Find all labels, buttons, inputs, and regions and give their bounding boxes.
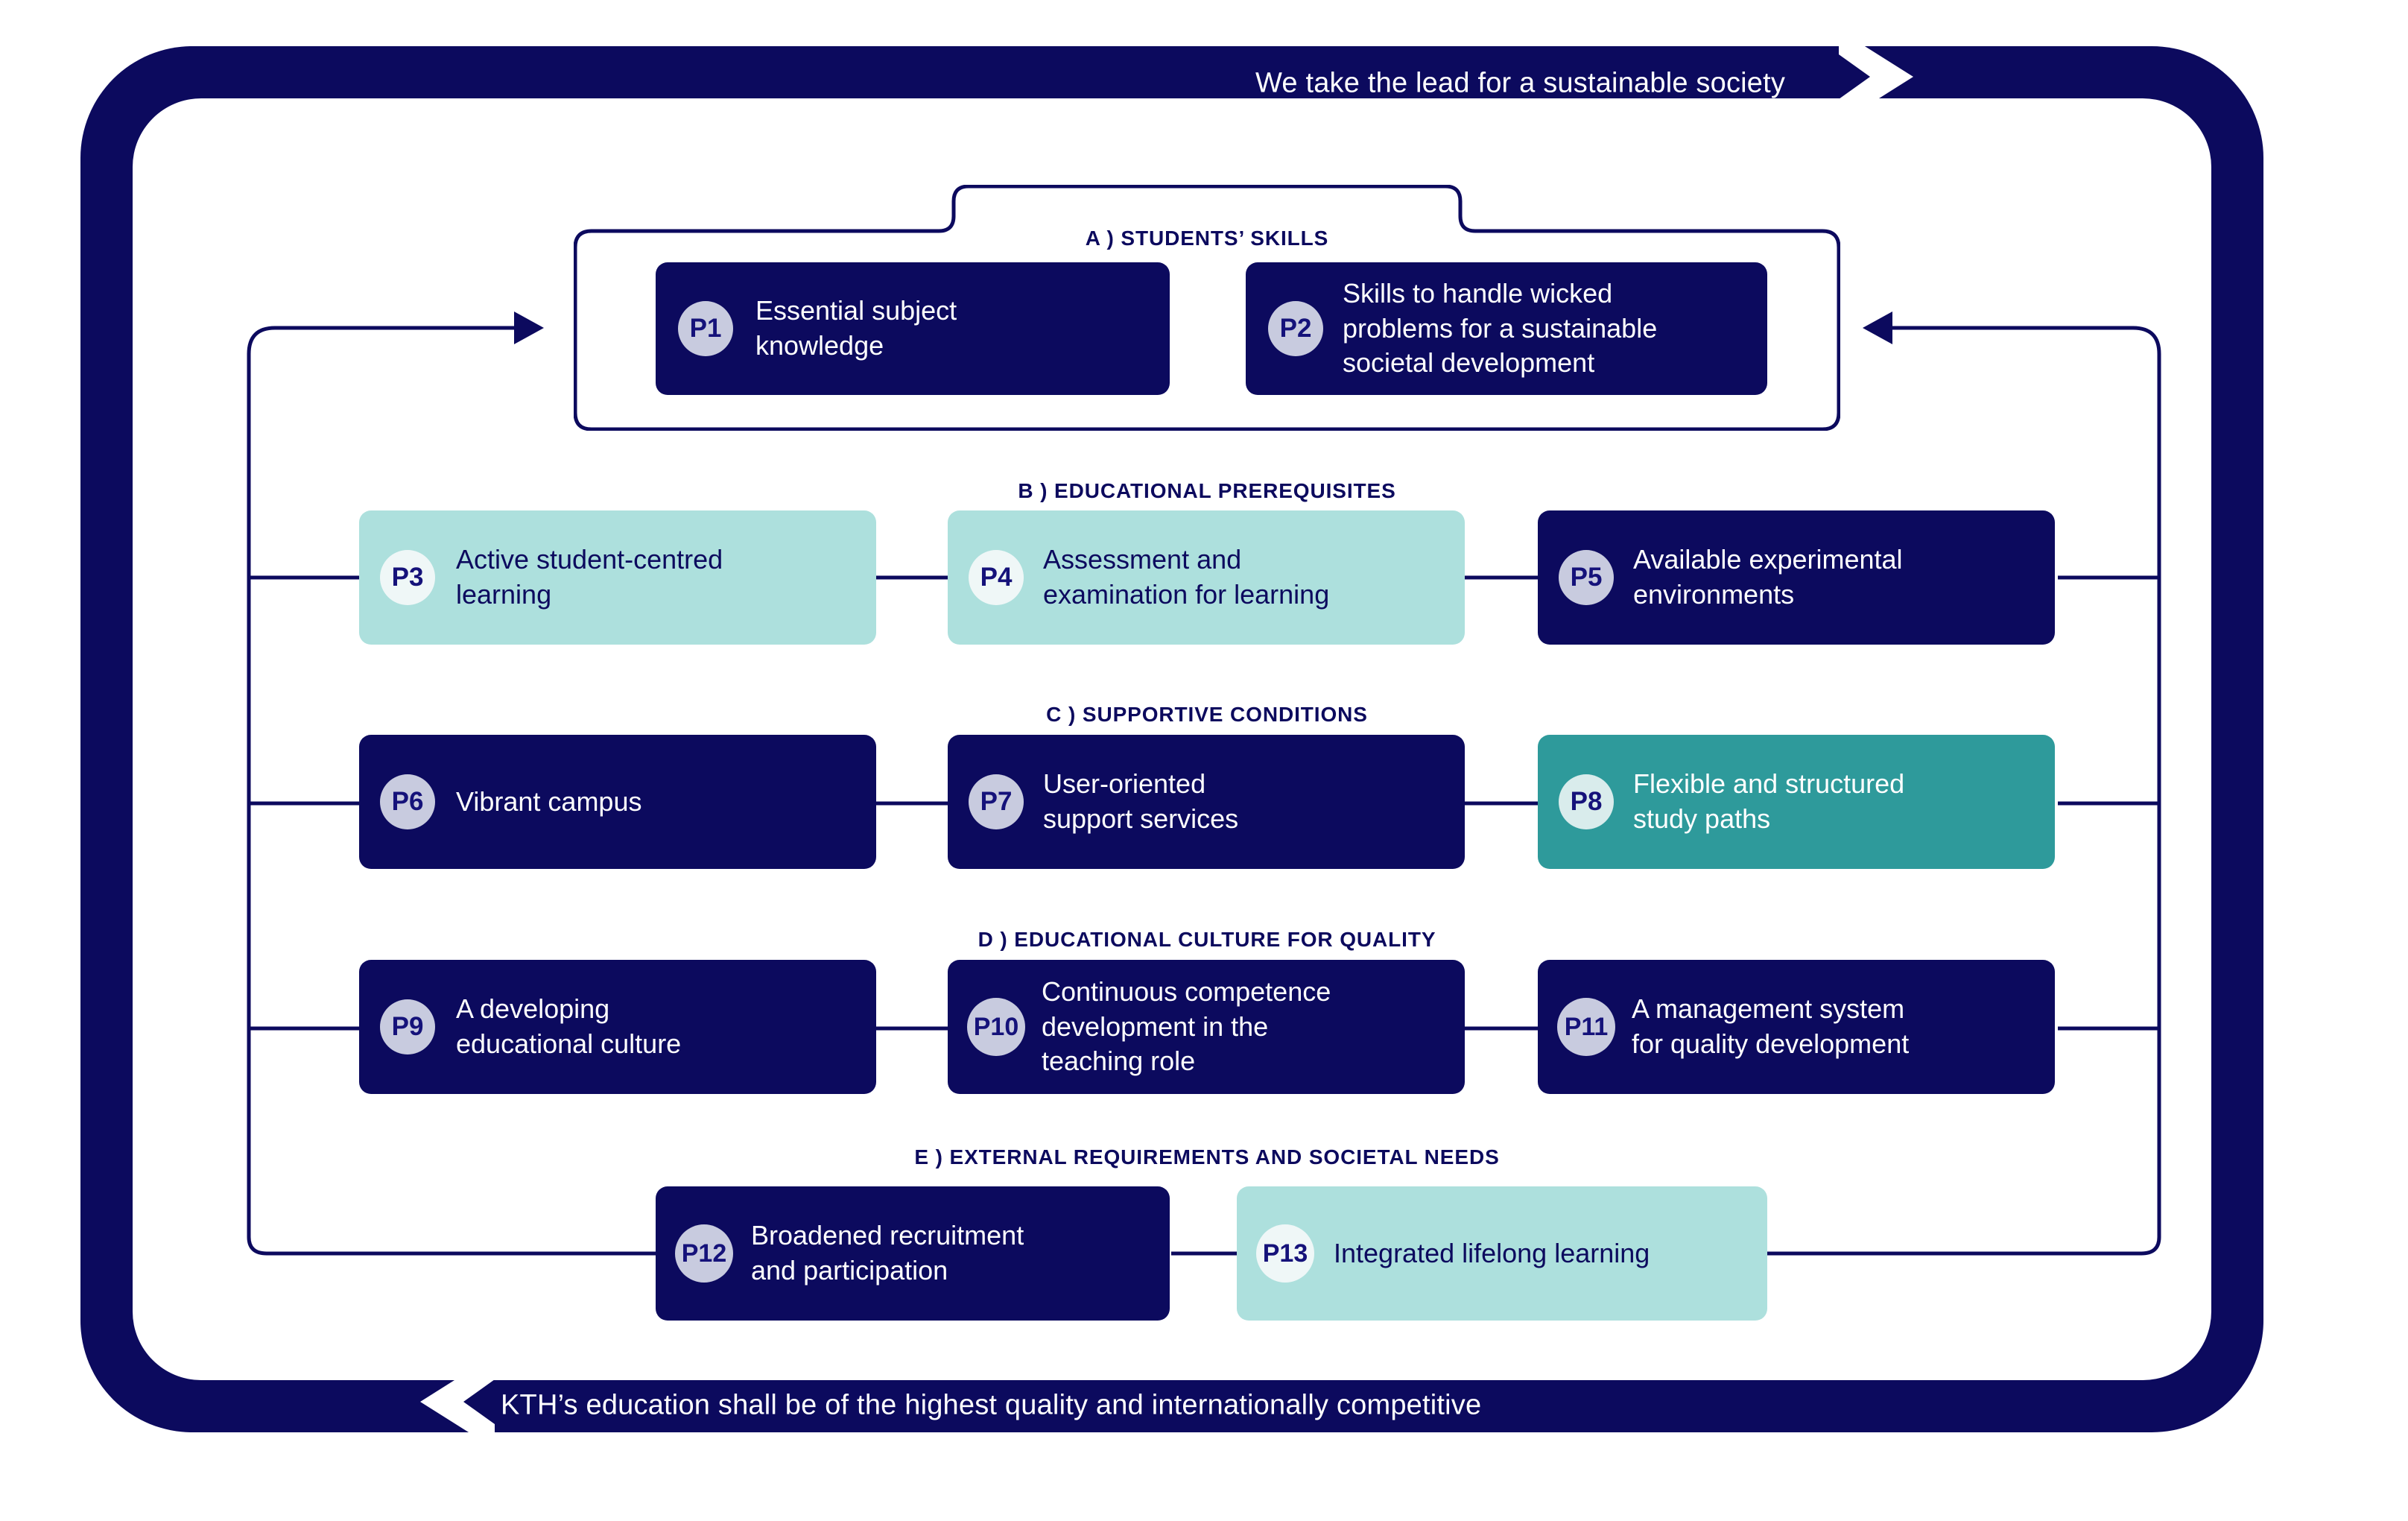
top-banner-label: We take the lead for a sustainable socie… <box>1255 67 1786 99</box>
section-a-outline <box>574 185 1840 431</box>
card-p13[interactable]: P13 Integrated lifelong learning <box>1237 1186 1767 1321</box>
card-p8-text: Flexible and structured study paths <box>1633 768 1905 834</box>
card-p1-text: Essential subject knowledge <box>755 295 957 361</box>
card-p4[interactable]: P4 Assessment and examination for learni… <box>948 510 1465 645</box>
card-p3-text: Active student-centred learning <box>456 544 723 610</box>
card-p5-text: Available experimental environments <box>1633 544 1903 610</box>
card-p3[interactable]: P3 Active student-centred learning <box>359 510 876 645</box>
card-p7-text: User-oriented support services <box>1043 768 1239 834</box>
card-p9-badge: P9 <box>380 999 435 1054</box>
card-p8-badge: P8 <box>1559 774 1614 829</box>
group-label-d: D ) EDUCATIONAL CULTURE FOR QUALITY <box>978 928 1436 951</box>
group-label-b: B ) EDUCATIONAL PREREQUISITES <box>1018 479 1396 502</box>
card-p6-text: Vibrant campus <box>456 785 642 817</box>
card-p11-text: A management system for quality developm… <box>1632 993 1910 1059</box>
card-p13-badge: P13 <box>1256 1224 1314 1283</box>
card-p5-badge: P5 <box>1559 550 1614 605</box>
card-p13-text: Integrated lifelong learning <box>1334 1237 1650 1268</box>
card-p9[interactable]: P9 A developing educational culture <box>359 960 876 1094</box>
card-p10[interactable]: P10 Continuous competence development in… <box>948 960 1465 1094</box>
group-label-a: A ) STUDENTS’ SKILLS <box>1085 227 1329 250</box>
card-p1-badge: P1 <box>678 301 733 356</box>
card-p2-text: Skills to handle wicked problems for a s… <box>1343 277 1658 379</box>
card-p12-text: Broadened recruitment and participation <box>751 1220 1024 1286</box>
card-p4-text: Assessment and examination for learning <box>1043 544 1330 610</box>
card-p10-text: Continuous competence development in the… <box>1042 975 1331 1077</box>
card-p12-badge: P12 <box>675 1224 733 1283</box>
card-p12[interactable]: P12 Broadened recruitment and participat… <box>656 1186 1170 1321</box>
group-label-e: E ) EXTERNAL REQUIREMENTS AND SOCIETAL N… <box>914 1145 1500 1169</box>
card-p8[interactable]: P8 Flexible and structured study paths <box>1538 735 2055 869</box>
card-p1[interactable]: P1 Essential subject knowledge <box>656 262 1170 395</box>
group-label-c: C ) SUPPORTIVE CONDITIONS <box>1046 703 1368 726</box>
card-p11-badge: P11 <box>1557 998 1615 1056</box>
card-p7[interactable]: P7 User-oriented support services <box>948 735 1465 869</box>
card-p7-badge: P7 <box>969 774 1024 829</box>
bottom-banner-label: KTH’s education shall be of the highest … <box>501 1389 1482 1421</box>
right-loop-arrowhead <box>1863 312 1892 344</box>
card-p5[interactable]: P5 Available experimental environments <box>1538 510 2055 645</box>
card-p6[interactable]: P6 Vibrant campus <box>359 735 876 869</box>
card-p2[interactable]: P2 Skills to handle wicked problems for … <box>1246 262 1767 395</box>
card-p4-badge: P4 <box>969 550 1024 605</box>
card-p6-badge: P6 <box>380 774 435 829</box>
left-loop-arrowhead <box>514 312 544 344</box>
card-p11[interactable]: P11 A management system for quality deve… <box>1538 960 2055 1094</box>
card-p9-text: A developing educational culture <box>456 993 682 1059</box>
card-p2-badge: P2 <box>1268 301 1323 356</box>
card-p10-badge: P10 <box>967 998 1025 1056</box>
card-p3-badge: P3 <box>380 550 435 605</box>
